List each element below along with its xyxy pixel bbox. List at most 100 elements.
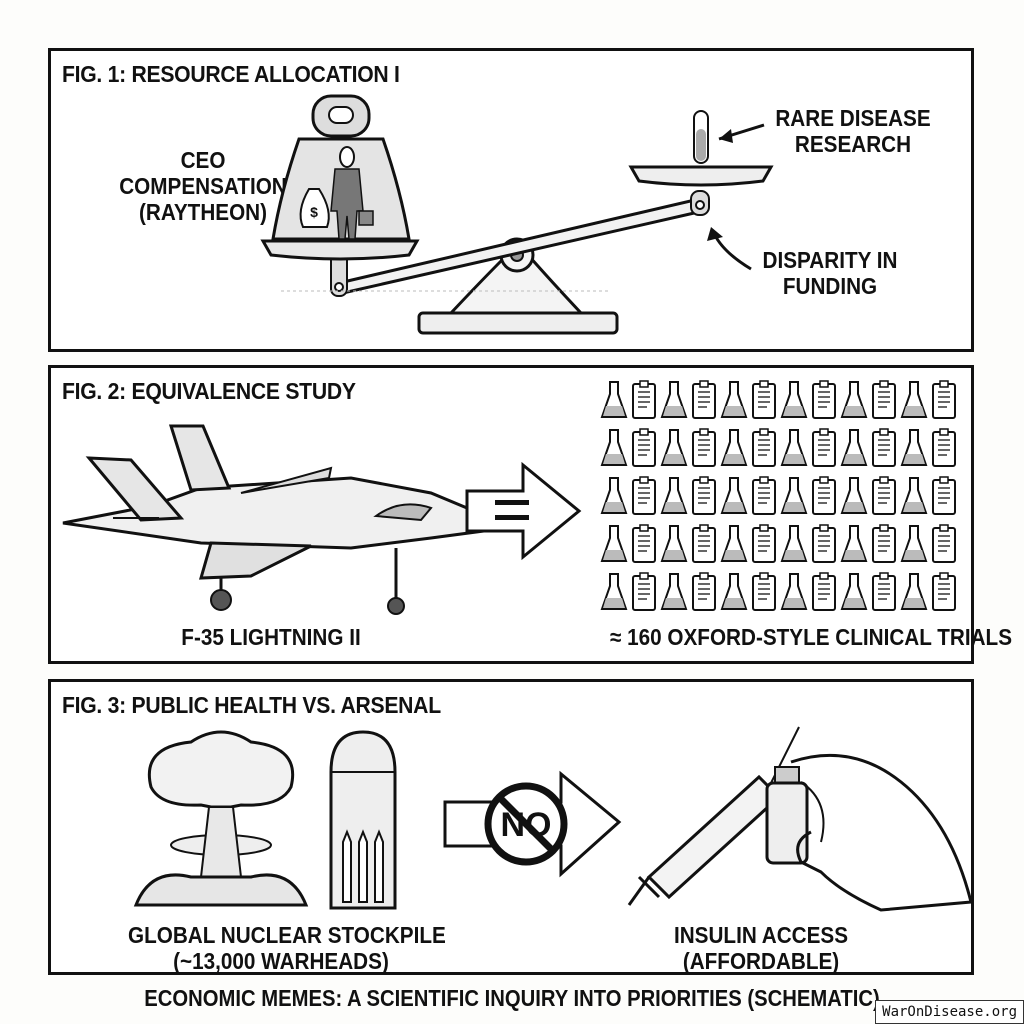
clipboard-icon [809,376,839,424]
label-line: CEO [180,147,226,173]
clipboard-icon [689,472,719,520]
clipboard-icon [869,520,899,568]
flask-icon [839,424,869,472]
fighter-jet-icon [62,424,493,615]
label-line: RARE DISEASE [775,105,931,131]
watermark-link[interactable]: WarOnDisease.org [875,1000,1024,1024]
flask-icon [899,472,929,520]
clipboard-icon [809,472,839,520]
clipboard-icon [809,520,839,568]
flask-icon [839,520,869,568]
figure-2-panel: FIG. 2: EQUIVALENCE STUDY F-35 LIGHTNING… [48,365,1013,664]
flask-icon [779,376,809,424]
clipboard-icon [929,568,959,616]
clipboard-icon [629,568,659,616]
test-tube-icon [693,110,709,164]
nuclear-stockpile-caption: GLOBAL NUCLEAR STOCKPILE (~13,000 WARHEA… [128,922,446,974]
figure-3-title: FIG. 3: PUBLIC HEALTH VS. ARSENAL [62,692,441,718]
flask-icon [899,568,929,616]
clipboard-icon [929,520,959,568]
flask-icon [659,472,689,520]
equals-arrow-icon [465,461,582,561]
flask-icon [599,520,629,568]
insulin-access-caption: INSULIN ACCESS (AFFORDABLE) [671,922,851,974]
flask-icon [779,568,809,616]
flask-icon [599,424,629,472]
briefcase-icon [358,210,374,226]
clipboard-icon [749,424,779,472]
flask-icon [899,376,929,424]
flask-icon [719,376,749,424]
clipboard-icon [869,472,899,520]
clipboard-icon [749,472,779,520]
clipboard-icon [929,472,959,520]
clinical-trials-caption: ≈ 160 OXFORD-STYLE CLINICAL TRIALS [610,624,1013,650]
flask-icon [719,520,749,568]
flask-icon [779,472,809,520]
clipboard-icon [689,376,719,424]
clipboard-icon [809,568,839,616]
money-bag-icon: $ [299,188,330,228]
flask-icon [719,568,749,616]
label-line: RESEARCH [794,131,912,157]
clipboard-icon [869,424,899,472]
footer-caption: ECONOMIC MEMES: A SCIENTIFIC INQUIRY INT… [144,985,880,1011]
figure-3-panel: FIG. 3: PUBLIC HEALTH VS. ARSENAL GLOBAL… [48,679,974,975]
mushroom-cloud-icon [133,730,309,907]
flask-icon [719,472,749,520]
arrow-icon [707,123,765,271]
clipboard-icon [749,520,779,568]
clipboard-icon [809,424,839,472]
svg-text:$: $ [310,204,318,220]
figure-1-title: FIG. 1: RESOURCE ALLOCATION I [62,61,400,87]
flask-icon [659,520,689,568]
flask-icon [899,424,929,472]
clipboard-icon [749,376,779,424]
missile-silo-icon [329,730,397,910]
label-line: GLOBAL NUCLEAR STOCKPILE [128,922,446,948]
label-line: (RAYTHEON) [138,199,268,225]
hand-icon [790,753,973,912]
flask-icon [599,568,629,616]
ceo-compensation-label: CEO COMPENSATION (RAYTHEON) [113,147,293,225]
flask-icon [659,424,689,472]
flask-icon [659,568,689,616]
figure-2-title: FIG. 2: EQUIVALENCE STUDY [62,378,356,404]
businessman-icon [330,146,364,240]
clipboard-icon [929,424,959,472]
clipboard-icon [629,376,659,424]
flask-icon [899,520,929,568]
flask-icon [839,376,869,424]
flask-icon [779,424,809,472]
no-arrow-icon: NO [443,770,622,878]
rare-disease-research-label: RARE DISEASE RESEARCH [772,105,934,157]
clipboard-icon [629,472,659,520]
f35-caption: F-35 LIGHTNING II [181,624,361,650]
flask-icon [779,520,809,568]
flask-icon [839,472,869,520]
clipboard-icon [869,568,899,616]
label-line: (~13,000 WARHEADS) [173,948,389,974]
flask-icon [659,376,689,424]
clipboard-icon [689,520,719,568]
label-line: COMPENSATION [119,173,287,199]
clipboard-icon [689,568,719,616]
insulin-vial-icon [765,766,809,865]
clipboard-icon [749,568,779,616]
label-line: (AFFORDABLE) [682,948,840,974]
label-line: FUNDING [782,273,878,299]
balance-scale-icon: $ [260,94,774,335]
flask-icon [839,568,869,616]
figure-1-panel: FIG. 1: RESOURCE ALLOCATION I CEO COMPEN… [48,48,974,352]
label-line: DISPARITY IN [762,247,898,273]
label-line: INSULIN ACCESS [673,922,849,948]
clipboard-icon [689,424,719,472]
clipboard-icon [629,520,659,568]
clipboard-icon [629,424,659,472]
flask-icon [719,424,749,472]
flask-icon [599,376,629,424]
disparity-in-funding-label: DISPARITY IN FUNDING [754,247,907,299]
clinical-trials-grid [599,376,959,616]
flask-icon [599,472,629,520]
clipboard-icon [929,376,959,424]
